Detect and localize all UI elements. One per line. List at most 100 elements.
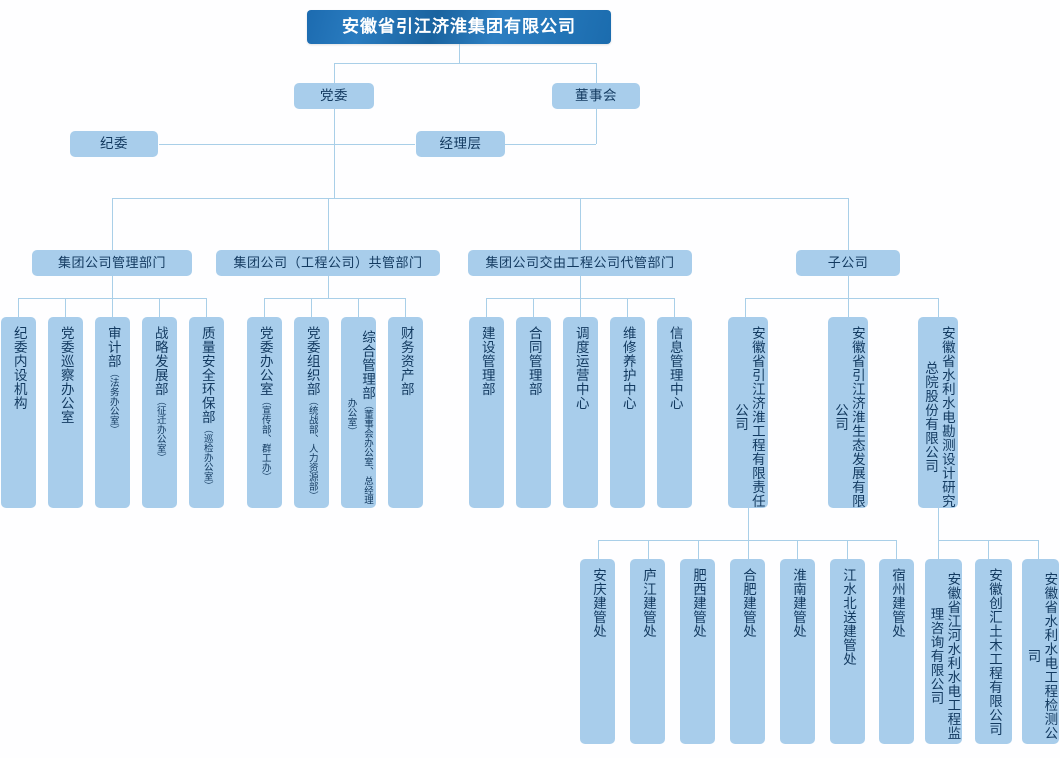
connector-cat4-down bbox=[848, 276, 849, 298]
connector-design-c2 bbox=[988, 540, 989, 559]
connector-design-c3 bbox=[1038, 540, 1039, 559]
category-subsidiaries[interactable]: 子公司 bbox=[796, 250, 900, 276]
dept-sub: （统战部、人力资源部） bbox=[306, 396, 318, 501]
connector-cat1-down bbox=[112, 276, 113, 298]
node-jingliceng[interactable]: 经理层 bbox=[416, 131, 505, 157]
connector-level2-bus bbox=[334, 63, 596, 64]
dept-box[interactable]: 调度运营中心 bbox=[563, 317, 598, 508]
connector-dangwei-trunk bbox=[334, 109, 335, 198]
eng-unit-box[interactable]: 肥西建管处 bbox=[680, 559, 715, 744]
design-unit-box[interactable]: 安徽省水利水电工程检测公司 bbox=[1022, 559, 1059, 744]
subsidiary-box[interactable]: 安徽省引江济淮工程有限责任公司 bbox=[728, 317, 768, 508]
connector-eng-c3 bbox=[698, 540, 699, 559]
dept-main: 财务资产部 bbox=[398, 326, 414, 396]
dept-box[interactable]: 建设管理部 bbox=[469, 317, 504, 508]
connector-eng-c4 bbox=[748, 540, 749, 559]
dept-box[interactable]: 党委办公室（宣传部、群工办） bbox=[247, 317, 282, 508]
category-group-delegated[interactable]: 集团公司交由工程公司代管部门 bbox=[468, 250, 692, 276]
connector-cat2-stem bbox=[328, 198, 329, 250]
connector-to-dongshihui bbox=[596, 63, 597, 83]
dept-main: 纪委内设机构 bbox=[11, 326, 27, 410]
connector-cat2-down bbox=[328, 276, 329, 298]
connector-sub-c2 bbox=[848, 298, 849, 317]
dept-main: 建设管理部 bbox=[479, 326, 495, 396]
dept-main: 调度运营中心 bbox=[573, 326, 589, 410]
dept-box[interactable]: 党委巡察办公室 bbox=[48, 317, 83, 508]
dept-sub: （巡检办公室） bbox=[201, 424, 213, 491]
connector-cat3-stem bbox=[580, 198, 581, 250]
subsidiary-box[interactable]: 安徽省引江济淮生态发展有限公司 bbox=[828, 317, 868, 508]
dept-sub: （宣传部、群工办） bbox=[259, 396, 271, 482]
eng-unit-box[interactable]: 淮南建管处 bbox=[780, 559, 815, 744]
dept-main: 党委巡察办公室 bbox=[58, 326, 74, 424]
node-dangwei[interactable]: 党委 bbox=[294, 83, 374, 109]
eng-unit-box[interactable]: 江水北送建管处 bbox=[830, 559, 865, 744]
dept-main: 综合管理部 bbox=[359, 329, 375, 400]
dept-main: 信息管理中心 bbox=[667, 326, 683, 410]
dept-box[interactable]: 综合管理部（董事会办公室、总经理办公室） bbox=[341, 317, 376, 508]
connector-g2-c4 bbox=[405, 298, 406, 317]
connector-to-dangwei bbox=[334, 63, 335, 83]
dept-main: 党委办公室 bbox=[257, 326, 273, 396]
connector-eng-bus bbox=[598, 540, 896, 541]
connector-g1-c3 bbox=[112, 298, 113, 317]
eng-unit-box[interactable]: 安庆建管处 bbox=[580, 559, 615, 744]
eng-unit-box[interactable]: 合肥建管处 bbox=[730, 559, 765, 744]
dept-box[interactable]: 质量安全环保部（巡检办公室） bbox=[189, 317, 224, 508]
connector-g2-c3 bbox=[358, 298, 359, 317]
connector-dongshihui-down bbox=[596, 109, 597, 144]
connector-g3-c1 bbox=[486, 298, 487, 317]
node-jiwei[interactable]: 纪委 bbox=[70, 131, 158, 157]
connector-g3-c4 bbox=[627, 298, 628, 317]
dept-main: 维修养护中心 bbox=[620, 326, 636, 410]
dept-main: 质量安全环保部 bbox=[199, 326, 215, 424]
connector-g3-c2 bbox=[533, 298, 534, 317]
dept-main: 战略发展部 bbox=[152, 326, 168, 396]
design-unit-box[interactable]: 安徽创汇土木工程有限公司 bbox=[975, 559, 1012, 744]
dept-main: 审计部 bbox=[105, 326, 121, 368]
dept-box[interactable]: 纪委内设机构 bbox=[1, 317, 36, 508]
dept-box[interactable]: 信息管理中心 bbox=[657, 317, 692, 508]
node-dongshihui[interactable]: 董事会 bbox=[552, 83, 640, 109]
dept-sub: （法务办公室） bbox=[107, 368, 119, 435]
dept-box[interactable]: 财务资产部 bbox=[388, 317, 423, 508]
connector-sub-c1 bbox=[745, 298, 746, 317]
connector-jinglicengto-dongshihui bbox=[505, 144, 596, 145]
connector-g3-c3 bbox=[580, 298, 581, 317]
eng-unit-box[interactable]: 庐江建管处 bbox=[630, 559, 665, 744]
dept-main: 党委组织部 bbox=[304, 326, 320, 396]
connector-g1-c4 bbox=[159, 298, 160, 317]
category-group-shared[interactable]: 集团公司（工程公司）共管部门 bbox=[216, 250, 440, 276]
connector-root-stem bbox=[459, 44, 460, 63]
connector-cat4-stem bbox=[848, 198, 849, 250]
root-node-group-company[interactable]: 安徽省引江济淮集团有限公司 bbox=[307, 10, 611, 44]
connector-g1-c1 bbox=[18, 298, 19, 317]
connector-sub-c3 bbox=[938, 298, 939, 317]
eng-unit-box[interactable]: 宿州建管处 bbox=[879, 559, 914, 744]
design-unit-box[interactable]: 安徽省江河水利水电工程监理咨询有限公司 bbox=[925, 559, 962, 744]
dept-sub: （董事会办公室、总经理办公室） bbox=[345, 398, 373, 505]
dept-box[interactable]: 党委组织部（统战部、人力资源部） bbox=[294, 317, 329, 508]
connector-group2-bus bbox=[264, 298, 405, 299]
connector-cat1-stem bbox=[112, 198, 113, 250]
connector-designco-down bbox=[938, 508, 939, 540]
dept-box[interactable]: 维修养护中心 bbox=[610, 317, 645, 508]
dept-main: 合同管理部 bbox=[526, 326, 542, 396]
connector-eng-c6 bbox=[847, 540, 848, 559]
dept-sub: （征迁办公室） bbox=[154, 396, 166, 463]
dept-box[interactable]: 审计部（法务办公室） bbox=[95, 317, 130, 508]
dept-box[interactable]: 战略发展部（征迁办公室） bbox=[142, 317, 177, 508]
connector-engco-down bbox=[748, 508, 749, 540]
connector-jiwei-to-jingliceng bbox=[159, 144, 415, 145]
connector-eng-c5 bbox=[797, 540, 798, 559]
dept-box[interactable]: 合同管理部 bbox=[516, 317, 551, 508]
connector-category-bus bbox=[112, 198, 848, 199]
subsidiary-box[interactable]: 安徽省水利水电勘测设计研究总院股份有限公司 bbox=[918, 317, 958, 508]
connector-g2-c2 bbox=[311, 298, 312, 317]
category-group-management[interactable]: 集团公司管理部门 bbox=[32, 250, 192, 276]
connector-g3-c5 bbox=[674, 298, 675, 317]
connector-eng-c2 bbox=[648, 540, 649, 559]
connector-design-c1 bbox=[938, 540, 939, 559]
connector-eng-c7 bbox=[896, 540, 897, 559]
